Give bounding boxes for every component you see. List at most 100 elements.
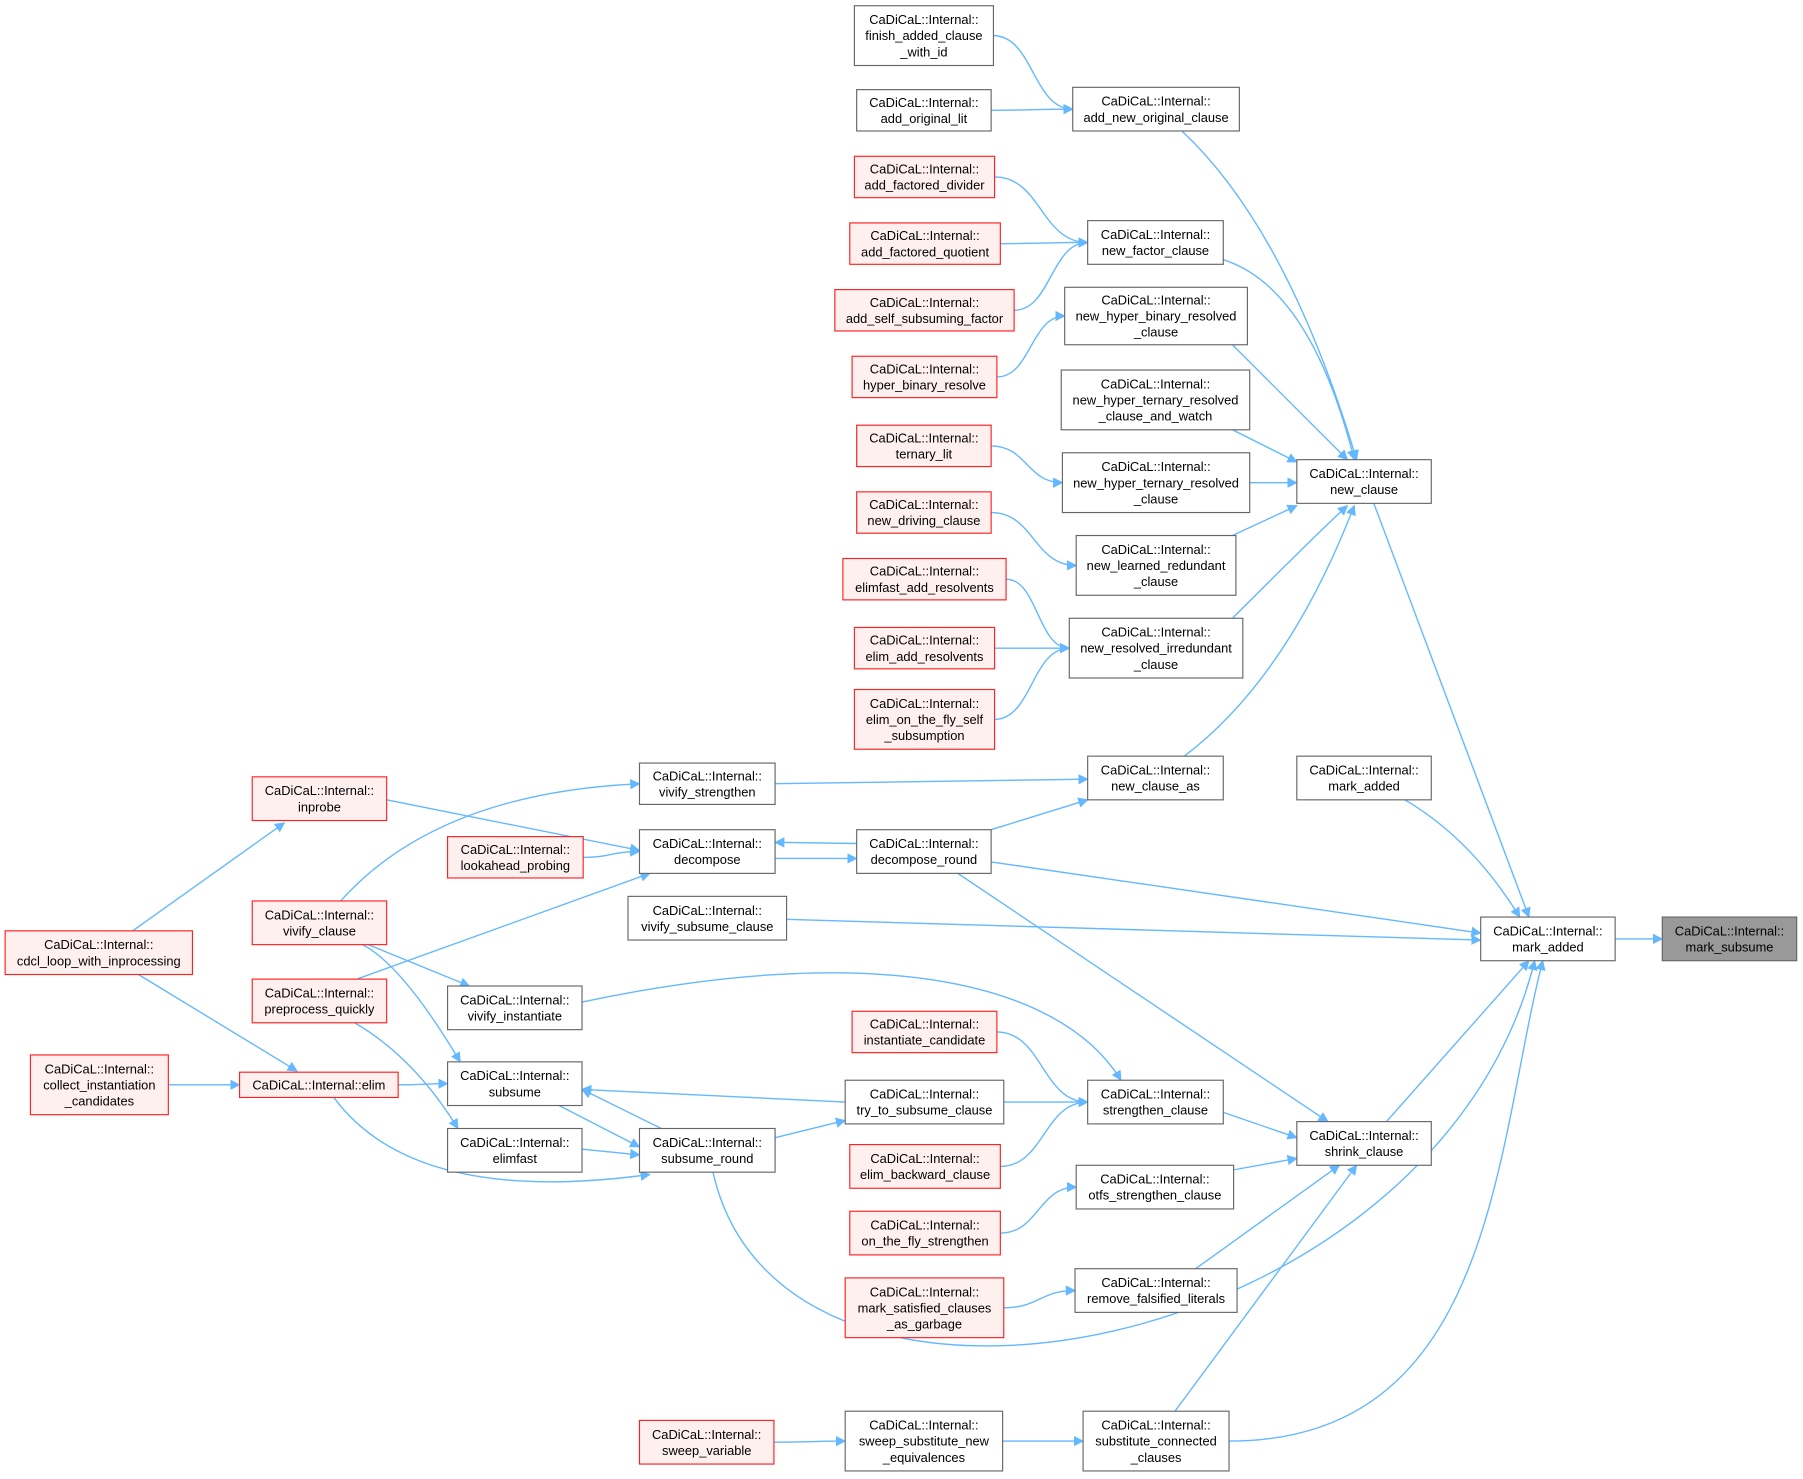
- node-box: [4, 930, 194, 976]
- node-add-new-original[interactable]: CaDiCaL::Internal::add_new_original_clau…: [1072, 86, 1240, 132]
- node-new-resolved[interactable]: CaDiCaL::Internal::new_resolved_irredund…: [1068, 617, 1244, 679]
- node-elim-backward[interactable]: CaDiCaL::Internal::elim_backward_clause: [849, 1144, 1001, 1189]
- node-box: [851, 355, 998, 399]
- node-add-self-subsuming[interactable]: CaDiCaL::Internal::add_self_subsuming_fa…: [834, 289, 1015, 332]
- node-label-line: CaDiCaL::Internal::: [1675, 923, 1784, 938]
- node-label-line: CaDiCaL::Internal::: [869, 1418, 978, 1433]
- node-decompose-round[interactable]: CaDiCaL::Internal::decompose_round: [856, 829, 992, 874]
- node-inprobe[interactable]: CaDiCaL::Internal::inprobe: [251, 776, 388, 822]
- node-on-the-fly-strengthen[interactable]: CaDiCaL::Internal::on_the_fly_strengthen: [849, 1210, 1001, 1256]
- node-label-line: new_clause: [1330, 482, 1398, 497]
- node-label-line: collect_instantiation: [43, 1077, 155, 1092]
- node-box: [1087, 755, 1224, 801]
- node-substitute-connected[interactable]: CaDiCaL::Internal::substitute_connected_…: [1082, 1410, 1230, 1472]
- edge-substitute-connected-to-mark-added: [1229, 959, 1546, 1442]
- node-label-line: finish_added_clause: [865, 28, 982, 43]
- node-box: [446, 836, 584, 879]
- node-label-line: CaDiCaL::Internal::: [869, 95, 978, 110]
- node-elim-add[interactable]: CaDiCaL::Internal::elim_add_resolvents: [853, 626, 996, 670]
- node-label-line: new_hyper_binary_resolved: [1076, 309, 1237, 324]
- node-box: [251, 900, 388, 946]
- node-label-line: CaDiCaL::Internal::: [1100, 1172, 1209, 1187]
- node-lookahead-probing[interactable]: CaDiCaL::Internal::lookahead_probing: [446, 836, 584, 879]
- node-label-line: CaDiCaL::Internal::: [1101, 459, 1210, 474]
- node-elimfast[interactable]: CaDiCaL::Internal::elimfast: [446, 1127, 583, 1173]
- node-box: [1064, 286, 1248, 346]
- node-elimfast-add[interactable]: CaDiCaL::Internal::elimfast_add_resolven…: [842, 557, 1007, 601]
- node-label-line: CaDiCaL::Internal::: [869, 12, 978, 27]
- node-label-line: on_the_fly_strengthen: [861, 1234, 988, 1249]
- node-add-original-lit[interactable]: CaDiCaL::Internal::add_original_lit: [856, 89, 992, 132]
- node-mark-added-top[interactable]: CaDiCaL::Internal::mark_added: [1296, 755, 1432, 801]
- node-label-line: CaDiCaL::Internal::: [265, 783, 374, 798]
- node-box: [1296, 755, 1432, 801]
- node-elim-otf[interactable]: CaDiCaL::Internal::elim_on_the_fly_self_…: [853, 688, 996, 750]
- node-box: [853, 626, 996, 670]
- node-vivify-instantiate[interactable]: CaDiCaL::Internal::vivify_instantiate: [446, 985, 583, 1031]
- node-hyper-binary-resolve[interactable]: CaDiCaL::Internal::hyper_binary_resolve: [851, 355, 998, 399]
- node-instantiate-candidate[interactable]: CaDiCaL::Internal::instantiate_candidate: [851, 1010, 998, 1054]
- node-label-line: mark_added: [1328, 779, 1400, 794]
- node-vivify-strengthen[interactable]: CaDiCaL::Internal::vivify_strengthen: [638, 762, 776, 806]
- node-label-line: CaDiCaL::Internal::: [870, 1017, 979, 1032]
- node-label-line: CaDiCaL::Internal::: [461, 842, 570, 857]
- node-mark-subsume[interactable]: CaDiCaL::Internal::mark_subsume: [1661, 916, 1798, 962]
- node-preprocess-quickly[interactable]: CaDiCaL::Internal::preprocess_quickly: [251, 978, 388, 1024]
- node-ternary-lit[interactable]: CaDiCaL::Internal::ternary_lit: [856, 424, 992, 468]
- node-finish-added[interactable]: CaDiCaL::Internal::finish_added_clause_w…: [853, 5, 995, 67]
- nodes-layer: CaDiCaL::Internal::finish_added_clause_w…: [4, 5, 1798, 1472]
- node-label-line: subsume: [489, 1084, 541, 1099]
- node-new-learned[interactable]: CaDiCaL::Internal::new_learned_redundant…: [1075, 534, 1237, 596]
- node-subsume-round[interactable]: CaDiCaL::Internal::subsume_round: [638, 1127, 776, 1173]
- node-label-line: CaDiCaL::Internal::: [460, 1135, 569, 1150]
- edge-lookahead-probing-to-decompose: [583, 846, 641, 858]
- edge-new-hyper-ternary-watch-to-new-clause: [1232, 429, 1298, 463]
- node-box: [1087, 1079, 1224, 1125]
- node-label-line: CaDiCaL::Internal::: [1101, 227, 1210, 242]
- node-new-driving[interactable]: CaDiCaL::Internal::new_driving_clause: [856, 491, 992, 534]
- node-subsume[interactable]: CaDiCaL::Internal::subsume: [446, 1061, 583, 1107]
- node-box: [853, 688, 996, 750]
- node-label-line: new_hyper_ternary_resolved: [1073, 475, 1239, 490]
- node-sweep-substitute[interactable]: CaDiCaL::Internal::sweep_substitute_new_…: [844, 1410, 1004, 1472]
- node-label-line: add_factored_quotient: [861, 244, 989, 259]
- node-new-hyper-binary[interactable]: CaDiCaL::Internal::new_hyper_binary_reso…: [1064, 286, 1248, 346]
- node-add-factored-quotient[interactable]: CaDiCaL::Internal::add_factored_quotient: [849, 222, 1001, 265]
- node-label-line: CaDiCaL::Internal::: [870, 162, 979, 177]
- node-label-line: elimfast: [493, 1151, 538, 1166]
- node-label-line: sweep_variable: [662, 1443, 751, 1458]
- edge-vivify-instantiate-to-strengthen-clause: [581, 972, 1122, 1082]
- node-otfs-strengthen[interactable]: CaDiCaL::Internal::otfs_strengthen_claus…: [1075, 1164, 1235, 1210]
- node-vivify-clause[interactable]: CaDiCaL::Internal::vivify_clause: [251, 900, 388, 946]
- node-box: [1296, 459, 1432, 504]
- node-sweep-variable[interactable]: CaDiCaL::Internal::sweep_variable: [638, 1419, 775, 1465]
- node-vivify-subsume-clause[interactable]: CaDiCaL::Internal::vivify_subsume_clause: [627, 895, 788, 941]
- node-label-line: CaDiCaL::Internal::: [1309, 763, 1418, 778]
- node-remove-falsified[interactable]: CaDiCaL::Internal::remove_falsified_lite…: [1074, 1268, 1238, 1313]
- node-new-hyper-ternary-watch[interactable]: CaDiCaL::Internal::new_hyper_ternary_res…: [1060, 369, 1251, 431]
- node-elim[interactable]: CaDiCaL::Internal::elim: [238, 1071, 399, 1099]
- node-box: [856, 89, 992, 132]
- edge-decompose-round-to-decompose: [774, 837, 857, 848]
- edge-new-resolved-to-new-clause: [1231, 504, 1349, 619]
- node-try-to-subsume[interactable]: CaDiCaL::Internal::try_to_subsume_clause: [844, 1079, 1005, 1125]
- node-cdcl-loop[interactable]: CaDiCaL::Internal::cdcl_loop_with_inproc…: [4, 930, 194, 976]
- node-new-hyper-ternary[interactable]: CaDiCaL::Internal::new_hyper_ternary_res…: [1061, 452, 1251, 514]
- node-label-line: CaDiCaL::Internal::: [460, 992, 569, 1007]
- node-label-line: _clause: [1133, 325, 1178, 340]
- node-mark-satisfied[interactable]: CaDiCaL::Internal::mark_satisfied_clause…: [844, 1277, 1005, 1339]
- node-collect-inst[interactable]: CaDiCaL::Internal::collect_instantiation…: [29, 1054, 169, 1116]
- edge-subsume-round-to-mark-added: [712, 959, 1538, 1347]
- node-add-factored-divider[interactable]: CaDiCaL::Internal::add_factored_divider: [853, 155, 996, 199]
- node-shrink-clause[interactable]: CaDiCaL::Internal::shrink_clause: [1296, 1121, 1432, 1166]
- node-box: [849, 1144, 1001, 1189]
- node-label-line: CaDiCaL::Internal::: [870, 1087, 979, 1102]
- node-decompose[interactable]: CaDiCaL::Internal::decompose: [638, 829, 776, 874]
- node-label-line: vivify_subsume_clause: [641, 919, 773, 934]
- node-new-clause-as[interactable]: CaDiCaL::Internal::new_clause_as: [1087, 755, 1224, 801]
- node-mark-added[interactable]: CaDiCaL::Internal::mark_added: [1480, 916, 1616, 962]
- node-box: [853, 155, 996, 199]
- node-strengthen-clause[interactable]: CaDiCaL::Internal::strengthen_clause: [1087, 1079, 1224, 1125]
- node-new-factor[interactable]: CaDiCaL::Internal::new_factor_clause: [1087, 220, 1224, 265]
- node-new-clause[interactable]: CaDiCaL::Internal::new_clause: [1296, 459, 1432, 504]
